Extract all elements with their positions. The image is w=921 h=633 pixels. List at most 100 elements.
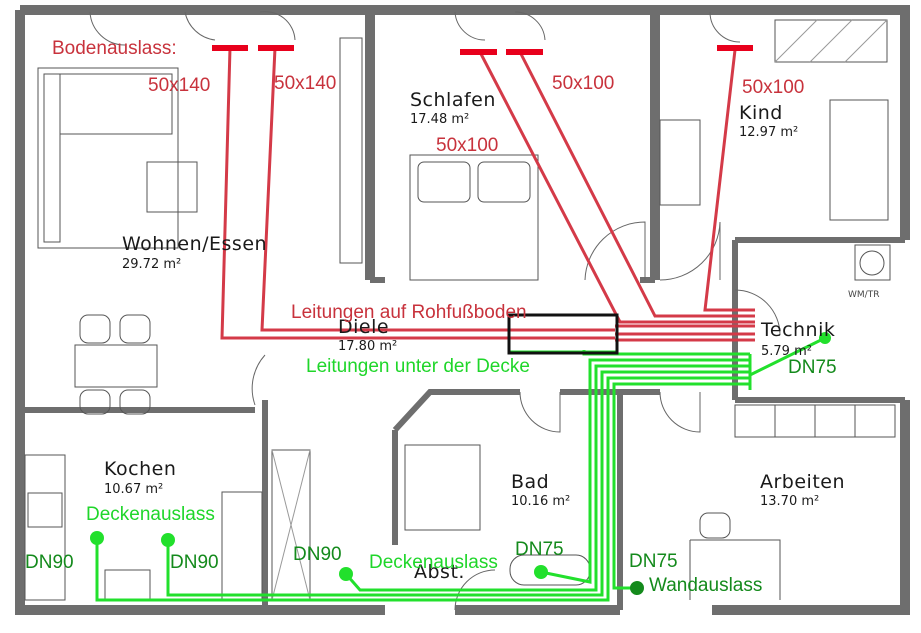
room-name-diele: Diele [338, 316, 389, 338]
wardrobe-kind [774, 19, 888, 63]
room-name-abst: Abst. [414, 561, 465, 583]
label-leitungen-decke: Leitungen unter der Decke [306, 356, 530, 377]
washing-machine [854, 244, 891, 281]
room-area-kind: 12.97 m² [739, 125, 798, 140]
room-name-bad: Bad [511, 471, 549, 493]
walls [15, 5, 910, 615]
pillow-left [417, 161, 471, 203]
room-area-kochen: 10.67 m² [104, 482, 163, 497]
label-deckenauslass: Deckenauslass [369, 552, 498, 573]
ceiling-outlet-icon [90, 531, 104, 545]
furniture [24, 19, 896, 601]
label-dn75: DN75 [629, 551, 678, 572]
coffee-table [146, 161, 198, 213]
technik-outlet-icon [819, 332, 831, 344]
duct-annotations: Bodenauslass: 50x140 50x140 50x100 50x10… [25, 38, 837, 596]
supply-duct-1 [220, 47, 615, 340]
window-kind [709, 11, 741, 43]
room-area-schlafen: 17.48 m² [410, 112, 469, 127]
label-leitungen-rohfussboden: Leitungen auf Rohfußboden [291, 302, 527, 323]
hob [27, 492, 63, 528]
room-name-arbeiten: Arbeiten [760, 471, 845, 493]
extract-duct-abst [344, 364, 750, 592]
supply-duct-4 [518, 51, 755, 318]
supply-duct-bundle [615, 324, 755, 342]
room-name-kind: Kind [739, 102, 783, 124]
ceiling-outlet-icon [534, 565, 548, 579]
door-kind [659, 221, 721, 281]
desk-arbeiten [689, 539, 781, 600]
door-arbeiten [659, 391, 701, 433]
office-chair [699, 512, 731, 539]
label-duct-size: 50x100 [742, 77, 804, 98]
ceiling-outlet-icon [161, 533, 175, 547]
room-name-schlafen: Schlafen [410, 89, 496, 111]
extract-duct-kochen-1 [95, 376, 750, 602]
room-area-wohnen: 29.72 m² [122, 257, 181, 272]
wall-bad-top-left [392, 389, 520, 433]
extract-duct-arbeiten [612, 382, 750, 590]
single-bed [829, 99, 889, 221]
supply-duct-3 [478, 51, 755, 324]
desk-kind [659, 119, 701, 206]
room-area-diele: 17.80 m² [338, 339, 397, 354]
dining-table [74, 344, 158, 388]
extract-duct-bad [540, 358, 750, 584]
room-area-bad: 10.16 m² [511, 494, 570, 509]
label-dn90: DN90 [25, 552, 74, 573]
wardrobe-wohnen [339, 37, 363, 264]
room-area-arbeiten: 13.70 m² [760, 494, 819, 509]
room-area-technik: 5.79 m² [761, 344, 812, 359]
label-duct-size: 50x140 [148, 75, 210, 96]
extract-duct-kochen-2 [166, 370, 750, 597]
room-name-technik: Technik [760, 319, 835, 341]
label-duct-size: 50x100 [436, 135, 498, 156]
kitchen-unit-right [221, 491, 263, 601]
label-dn90: DN90 [170, 552, 219, 573]
distributor-box [507, 313, 619, 355]
supply-duct-2 [260, 47, 615, 332]
label-dn75-technik: DN75 [788, 357, 837, 378]
label-duct-size: 50x140 [274, 73, 336, 94]
room-name-wohnen: Wohnen/Essen [122, 233, 267, 255]
room-labels: Wohnen/Essen 29.72 m² Schlafen 17.48 m² … [104, 89, 879, 583]
label-duct-size: 50x100 [552, 73, 614, 94]
label-deckenauslass: Deckenauslass [86, 504, 215, 525]
wm-tr-label: WM/TR [848, 290, 879, 300]
floor-outlets [212, 45, 753, 55]
pillow-right [477, 161, 531, 203]
label-bodenauslass: Bodenauslass: [52, 38, 177, 59]
window-wohnen [89, 11, 296, 46]
door-schlafen [584, 221, 646, 281]
doors [89, 11, 781, 611]
extract-ducts [90, 332, 831, 602]
exterior-wall-right [712, 400, 910, 615]
label-wandauslass: Wandauslass [649, 575, 762, 596]
sofa-seat [59, 73, 173, 135]
label-dn75: DN75 [515, 539, 564, 560]
window-schlafen [454, 11, 546, 41]
supply-ducts [220, 47, 755, 342]
kitchen-sink [104, 569, 151, 601]
wall-bad-right [560, 389, 623, 610]
kitchen-counter [24, 454, 66, 601]
room-name-kochen: Kochen [104, 458, 176, 480]
chair-1 [79, 314, 111, 344]
exterior-wall-top [20, 5, 910, 240]
sofa [37, 67, 179, 249]
door-kochen [251, 354, 266, 406]
ceiling-outlet-icon [339, 567, 353, 581]
door-bad [519, 391, 561, 433]
chair-3 [79, 389, 111, 415]
chair-4 [119, 389, 151, 415]
door-abst [454, 569, 496, 611]
sofa-back [43, 73, 61, 243]
supply-duct-5 [703, 49, 755, 312]
shower [404, 444, 481, 531]
label-dn90: DN90 [293, 544, 342, 565]
wall-outlet-icon [630, 581, 644, 595]
chair-2 [119, 314, 151, 344]
washing-machine-drum [859, 250, 885, 276]
extract-duct-technik [748, 336, 826, 390]
